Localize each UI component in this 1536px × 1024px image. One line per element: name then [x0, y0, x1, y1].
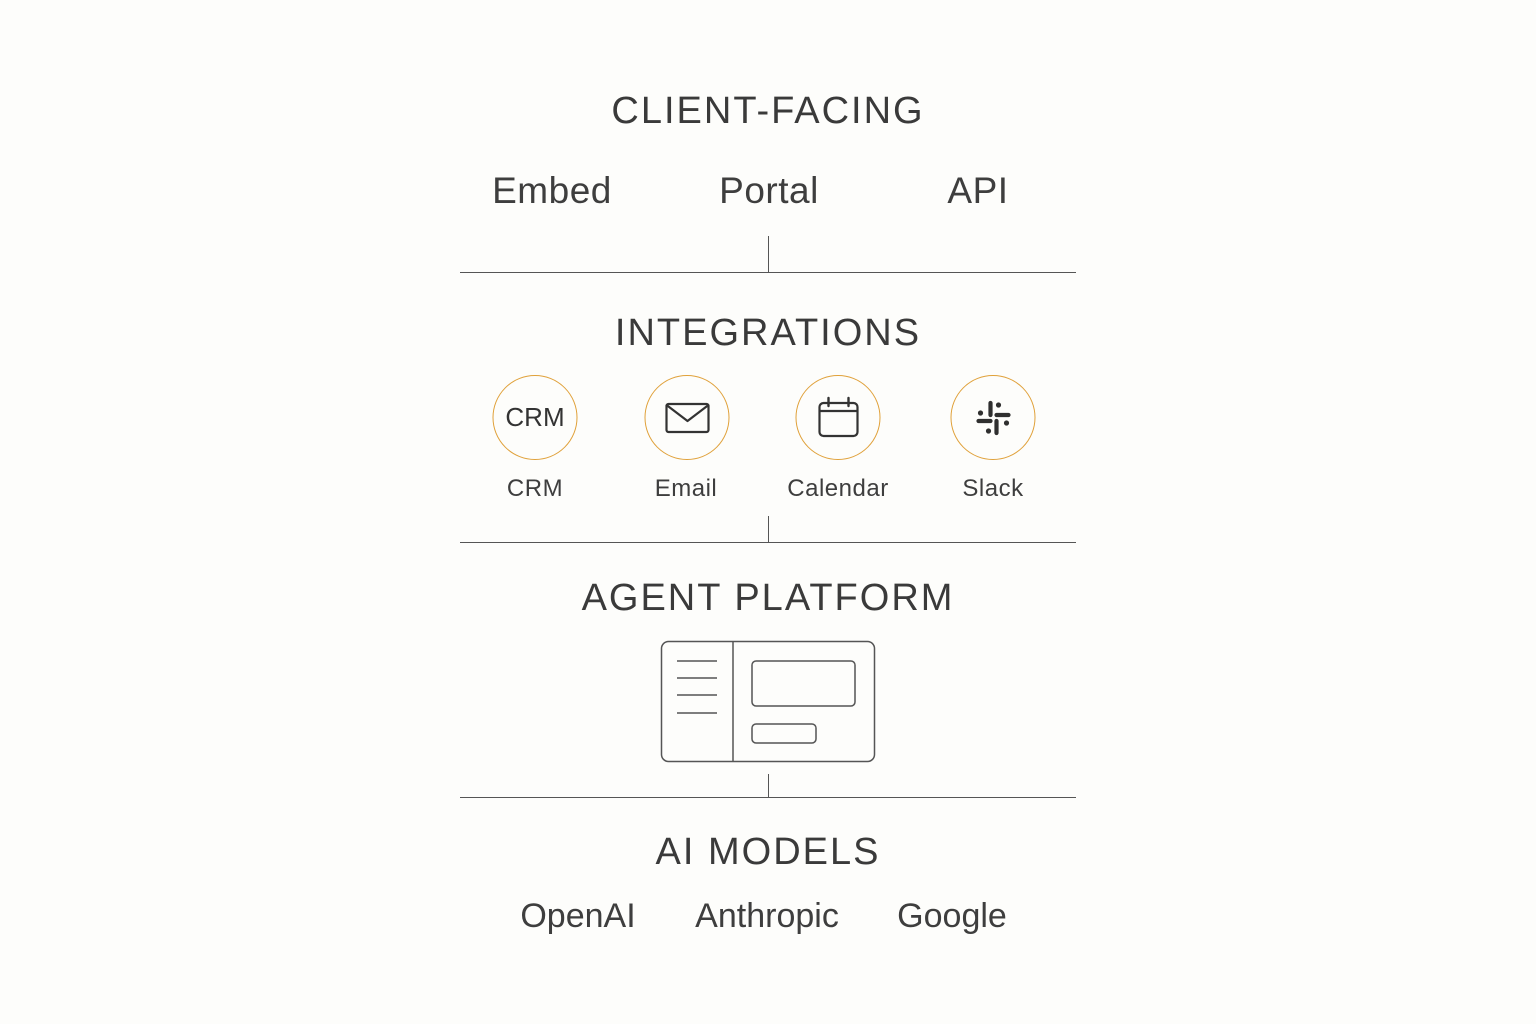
google-label: Google — [897, 897, 1007, 935]
calendar-label: Calendar — [787, 475, 889, 502]
openai-label: OpenAI — [520, 897, 636, 935]
crm-icon: CRM — [492, 375, 578, 460]
connector-line — [767, 774, 769, 798]
api-label: API — [947, 170, 1009, 211]
divider-line — [460, 272, 1076, 273]
integrations-title: INTEGRATIONS — [614, 312, 922, 354]
slack-icon — [950, 375, 1036, 460]
agent-platform-title: AGENT PLATFORM — [581, 577, 955, 619]
client-facing-title: CLIENT-FACING — [611, 90, 925, 132]
email-label: Email — [654, 475, 718, 502]
crm-label: CRM — [506, 475, 564, 502]
ai-models-title: AI MODELS — [655, 831, 881, 873]
portal-label: Portal — [719, 170, 819, 211]
calendar-icon-graphic — [817, 396, 859, 437]
crm-icon-text: CRM — [505, 402, 565, 432]
dashboard-window-icon — [660, 640, 876, 763]
anthropic-label: Anthropic — [695, 897, 839, 935]
envelope-icon-graphic — [664, 402, 710, 433]
divider-line — [460, 542, 1076, 543]
envelope-icon — [644, 375, 730, 460]
connector-line — [767, 516, 769, 543]
slack-label: Slack — [962, 475, 1024, 502]
connector-line — [767, 236, 769, 273]
slack-icon-graphic — [975, 400, 1011, 435]
embed-label: Embed — [492, 170, 612, 211]
divider-line — [460, 797, 1076, 798]
calendar-icon — [795, 375, 881, 460]
